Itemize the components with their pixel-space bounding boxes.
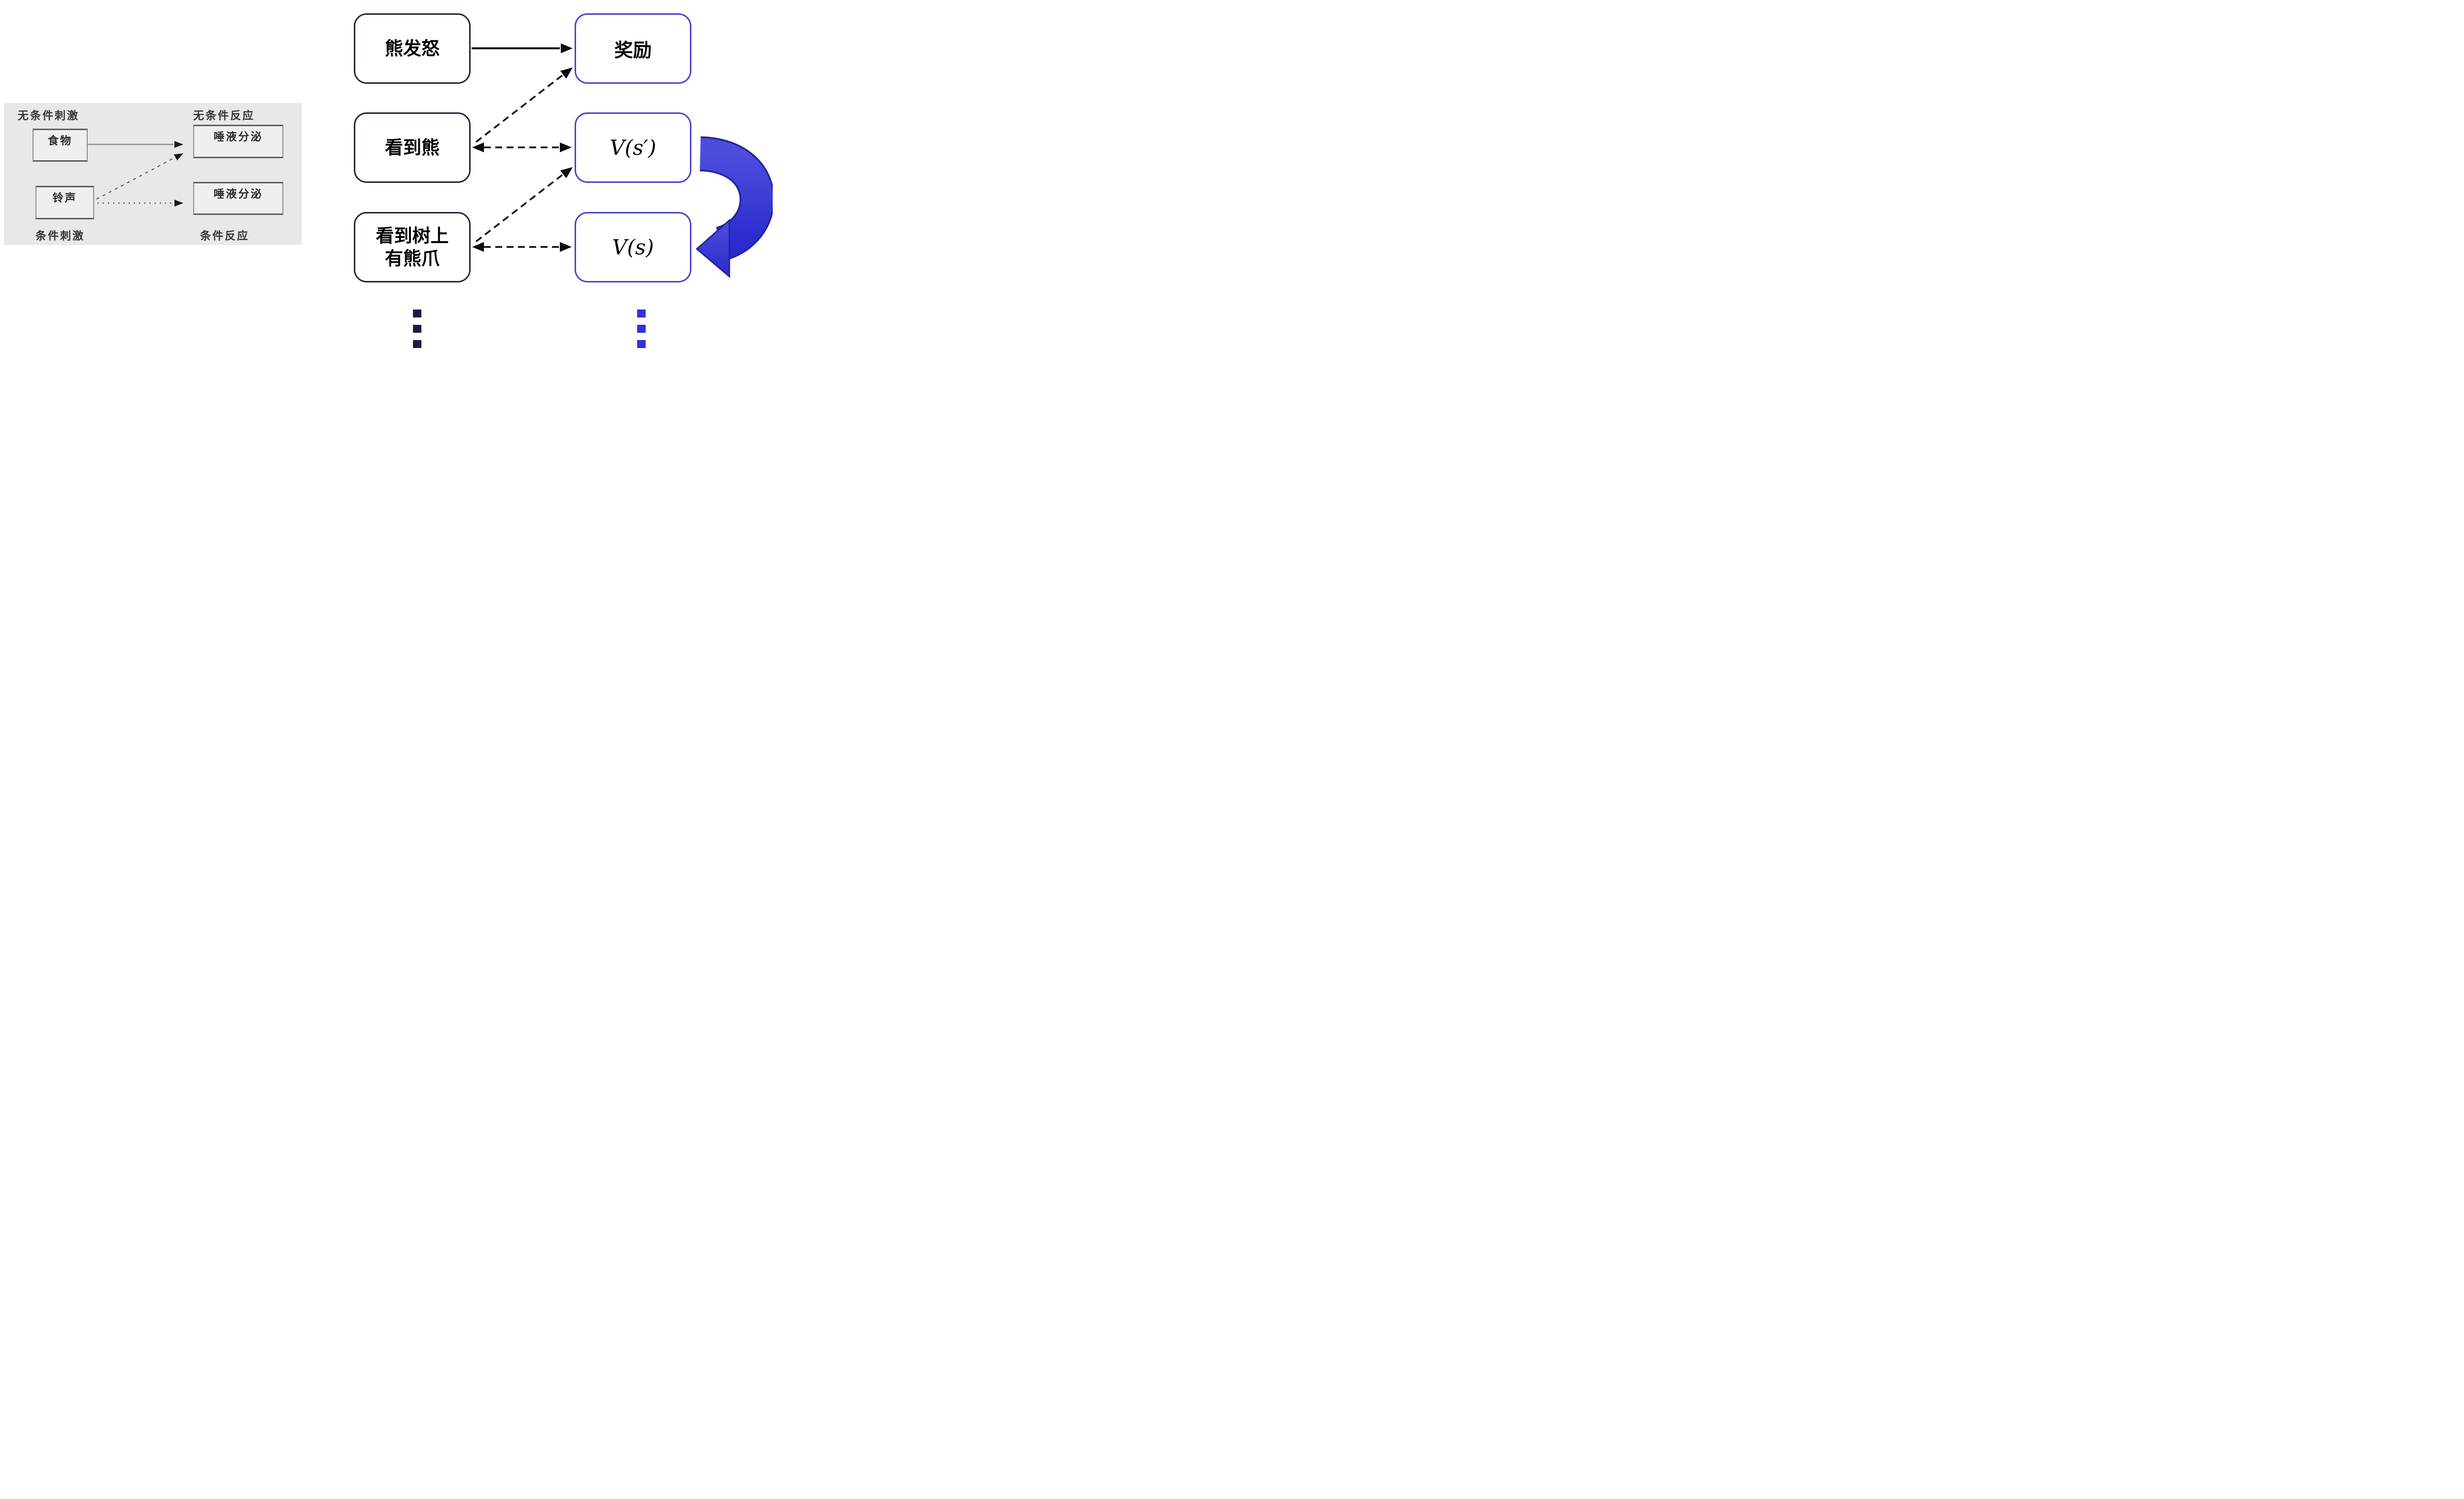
curved-arrow-ribbon (699, 138, 773, 259)
curved-arrowhead (695, 218, 730, 279)
value-box-reward: 奖励 (575, 13, 691, 84)
arrowhead-see-claw-to-vsprime (560, 167, 573, 178)
box-food: 食物 (33, 129, 88, 162)
box-salivation-bottom: 唾液分泌 (193, 182, 283, 215)
box-salivation-top: 唾液分泌 (193, 125, 283, 158)
arrowhead-see-bear-to-reward (560, 68, 573, 79)
dot (413, 325, 421, 333)
arrow-see-bear-to-reward (475, 72, 566, 143)
value-box-v-s: V(s) (575, 212, 691, 282)
slide-canvas: 无条件刺激 无条件反应 食物 唾液分泌 铃声 唾液分泌 条件刺激 条件反应 熊发… (0, 0, 773, 350)
dot (637, 325, 646, 333)
arrowhead-see-claw-end (472, 242, 484, 252)
state-box-see-bear: 看到熊 (354, 112, 471, 183)
label-conditioned-response: 条件反应 (200, 230, 250, 242)
ellipsis-dots-states (413, 310, 421, 348)
arrowhead-vsprime-end (560, 142, 572, 152)
arrowhead-bear-angry-to-reward (561, 43, 573, 53)
dot (413, 340, 421, 348)
dot (637, 310, 646, 317)
label-unconditioned-response: 无条件反应 (193, 109, 255, 122)
label-unconditioned-stimulus: 无条件刺激 (18, 109, 80, 122)
dot (413, 310, 421, 317)
ellipsis-dots-values (637, 310, 646, 348)
box-bell: 铃声 (35, 186, 94, 219)
dot (637, 340, 646, 348)
arrow-see-claw-to-vsprime (475, 172, 566, 243)
pavlov-panel: 无条件刺激 无条件反应 食物 唾液分泌 铃声 唾液分泌 条件刺激 条件反应 (4, 103, 302, 245)
curved-arrow-outline (699, 136, 773, 261)
label-conditioned-stimulus: 条件刺激 (35, 230, 85, 242)
arrowhead-vs-end (560, 242, 572, 252)
state-box-see-bear-claw: 看到树上 有熊爪 (354, 212, 471, 282)
state-box-bear-angry: 熊发怒 (354, 13, 471, 84)
value-box-v-s-prime: V(s′) (575, 112, 691, 183)
arrowhead-see-bear-end (472, 142, 484, 152)
